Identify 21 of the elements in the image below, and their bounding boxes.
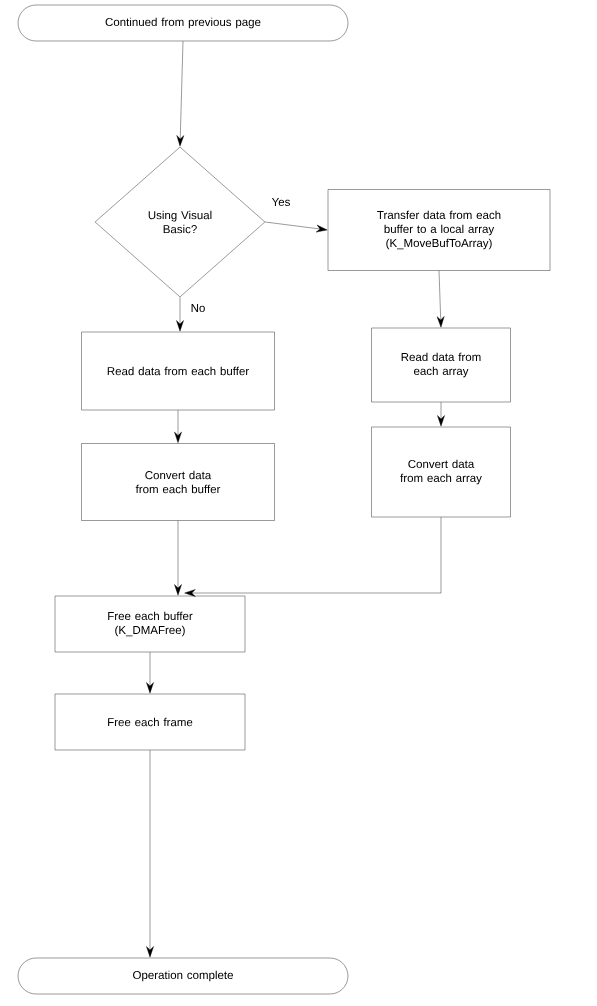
- arrow: [184, 517, 442, 597]
- arrow: [437, 402, 445, 427]
- arrow: [174, 410, 182, 443]
- process-box: Transfer data from each buffer to a local array (K_MoveBufToArray): [327, 189, 551, 271]
- edge-label: No: [189, 303, 207, 313]
- terminator: Continued from previous page: [17, 4, 349, 42]
- process-box: Convert data from each buffer: [81, 443, 275, 521]
- process-box: Read data from each array: [371, 327, 511, 403]
- process-box: Read data from each buffer: [81, 331, 275, 411]
- arrow: [146, 750, 154, 958]
- process-box: Free each buffer (K_DMAFree): [54, 595, 246, 653]
- arrow: [146, 652, 154, 694]
- process-box: Convert data from each array: [371, 426, 511, 518]
- arrow: [436, 270, 445, 328]
- process-box: Free each frame: [54, 693, 246, 751]
- arrow: [265, 221, 328, 233]
- terminator: Operation complete: [17, 957, 349, 995]
- arrow: [174, 520, 182, 596]
- edge-label: Yes: [270, 197, 292, 207]
- arrow: [176, 297, 184, 332]
- arrow: [176, 41, 185, 147]
